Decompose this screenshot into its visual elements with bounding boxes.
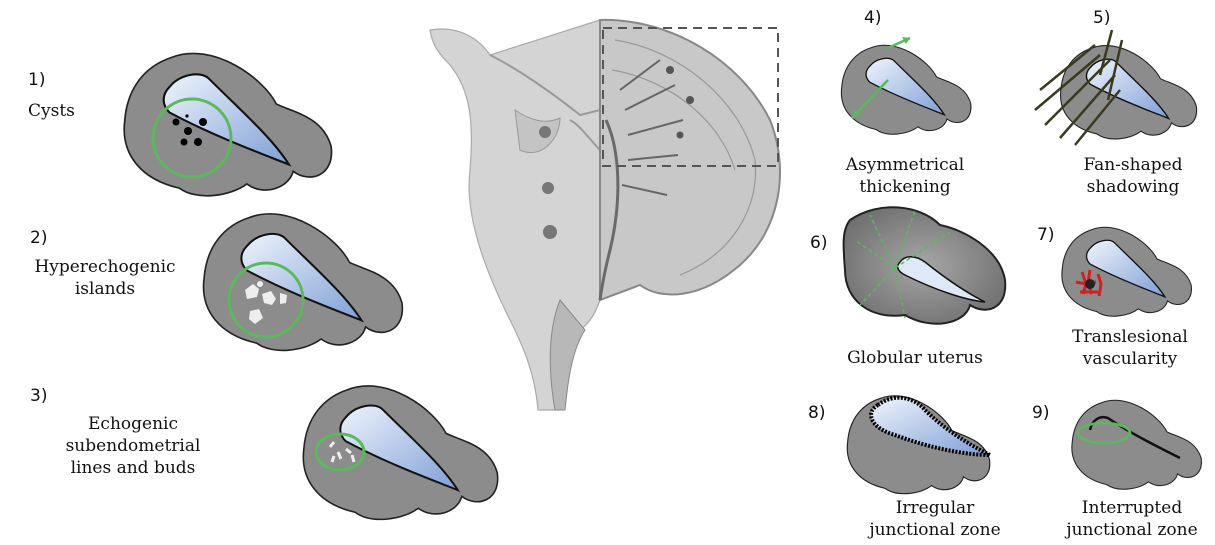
cyst-dot [194, 138, 202, 146]
uterus-panel-asymmetrical [841, 37, 971, 134]
item-number: 8) [808, 403, 825, 423]
uterus-panel-cysts [124, 53, 331, 195]
item-label: Asymmetrical thickening [830, 154, 980, 198]
item-label: Cysts [28, 100, 75, 122]
item-label: Irregular junctional zone [855, 497, 1015, 541]
uterus-panel-irregular-jz [847, 396, 990, 494]
item-number: 1) [28, 70, 45, 90]
item-label: Fan-shaped shadowing [1058, 154, 1208, 198]
item-number: 9) [1032, 403, 1049, 423]
cyst-dot [185, 114, 188, 117]
item-number: 5) [1093, 8, 1110, 28]
cyst-dot [184, 127, 192, 135]
item-number: 7) [1037, 225, 1054, 245]
uterus-panel-vascularity [1062, 227, 1192, 316]
item-number: 4) [864, 8, 881, 28]
item-label: Translesional vascularity [1050, 326, 1210, 370]
uterus-cross-section [430, 20, 780, 410]
item-number: 2) [30, 228, 47, 248]
cyst-dot [173, 119, 180, 126]
item-label: Globular uterus [830, 347, 1000, 369]
item-label: Interrupted junctional zone [1052, 497, 1212, 541]
cyst-dot [199, 118, 207, 126]
lesion-center [1085, 279, 1095, 289]
item-label: Hyperechogenic islands [20, 256, 190, 300]
item-label: Echogenic subendometrial lines and buds [18, 413, 248, 479]
item-number: 3) [30, 386, 47, 406]
uterus-panel-interrupted-jz [1072, 400, 1202, 489]
uterus-panel-fan-shadowing [1035, 30, 1197, 145]
hyperechogenic-island [257, 281, 263, 287]
uterus-panel-globular [844, 207, 1006, 323]
cyst-dot [181, 139, 188, 146]
uterus-panel-buds [303, 386, 497, 519]
uterus-panel-hyperechogenic [204, 214, 403, 351]
item-number: 6) [810, 233, 827, 253]
